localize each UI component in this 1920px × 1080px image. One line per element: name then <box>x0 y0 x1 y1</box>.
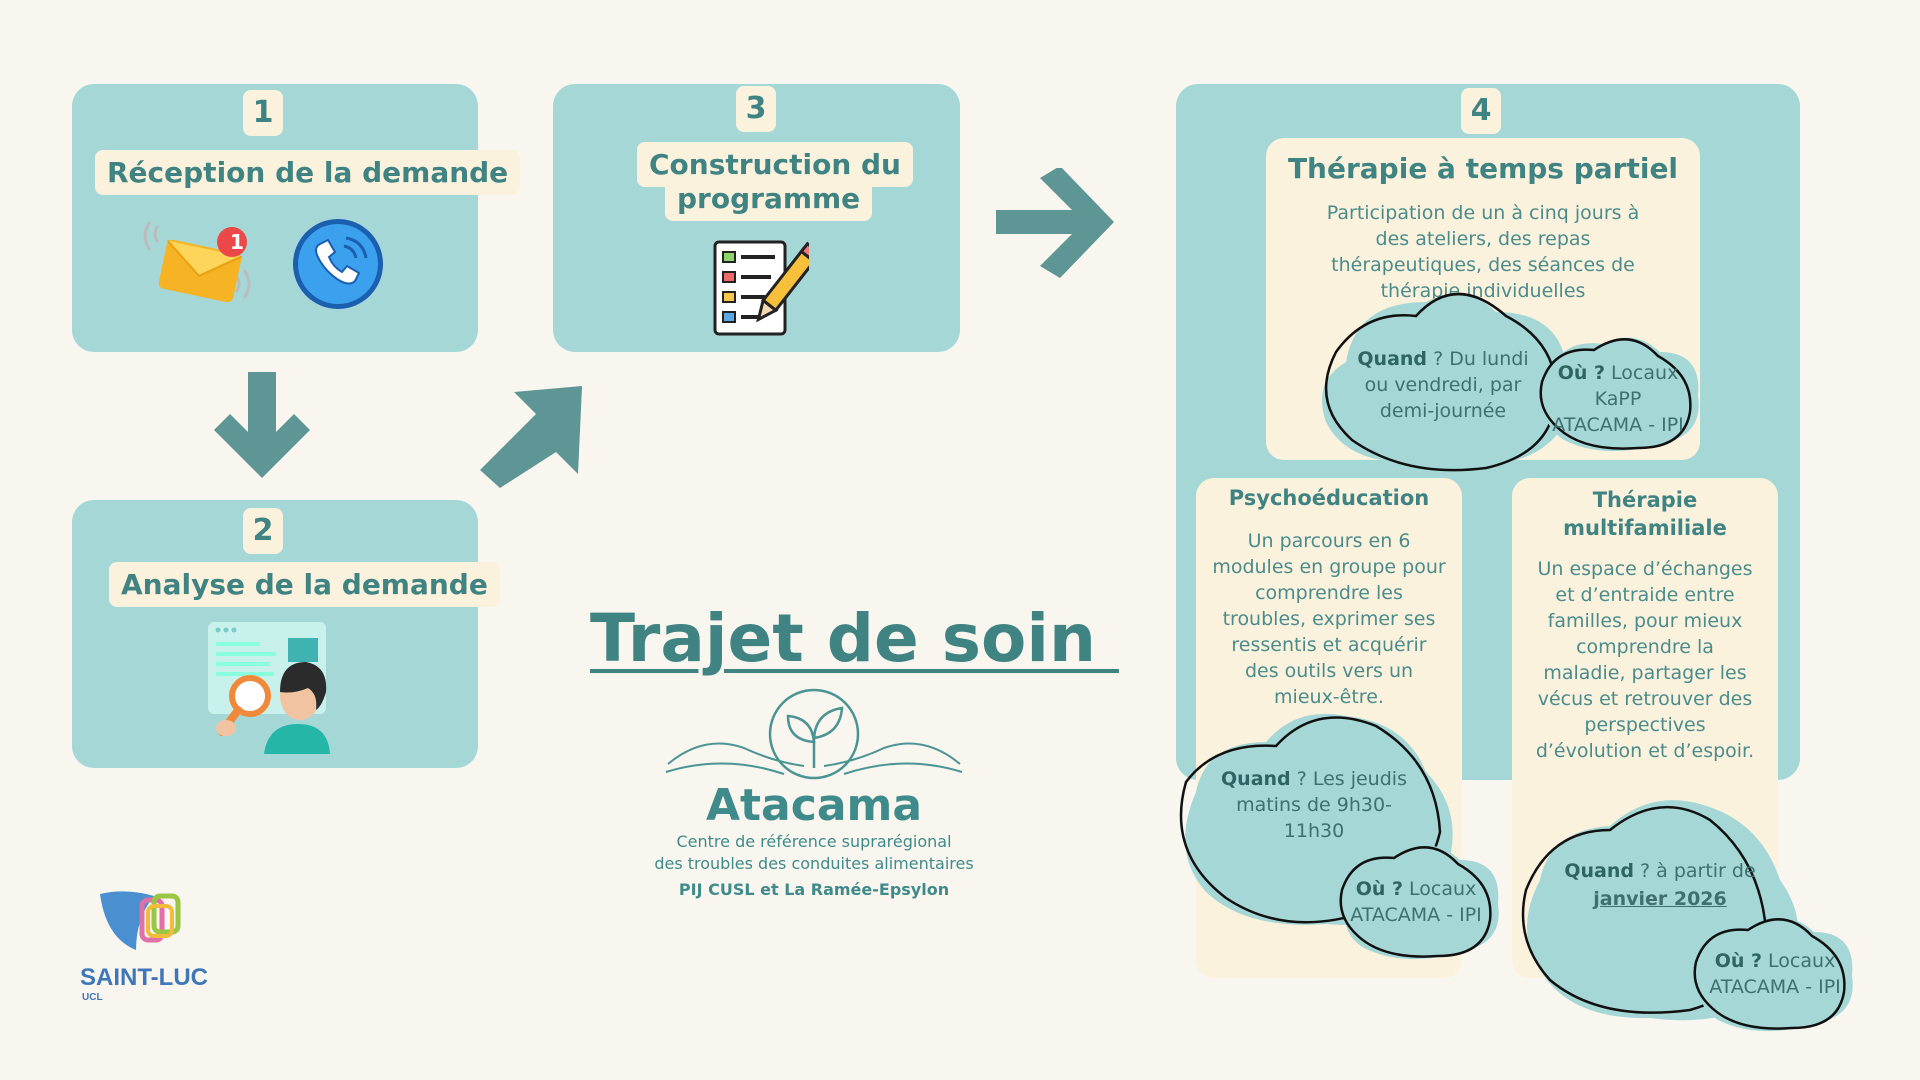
step-3-number: 3 <box>736 86 776 132</box>
arrow-right-icon <box>996 168 1114 278</box>
multifamiliale-ou-value: Locaux ATACAMA - IPI <box>1709 950 1841 998</box>
step-3-label-line2: programme <box>665 180 873 221</box>
multifamiliale-quand-value: ? à partir de <box>1633 860 1756 882</box>
multifamiliale-ou-text: Où ? Locaux ATACAMA - IPI <box>1706 948 1844 1000</box>
saint-luc-sub: UCL <box>82 992 103 1003</box>
step-3-box: 3 Construction du programme <box>553 84 960 352</box>
psychoeducation-ou-label: Où ? <box>1355 878 1404 900</box>
psychoeducation-ou-value: Locaux ATACAMA - IPI <box>1350 878 1482 926</box>
therapie-partielle-text: Participation de un à cinq jours à des a… <box>1326 202 1640 302</box>
atacama-leaf-logo-icon <box>665 688 963 780</box>
therapie-partielle-ou-value: Locaux KaPP ATACAMA - IPI <box>1552 362 1684 436</box>
psychoeducation-title: Psychoéducation <box>1228 486 1430 510</box>
multifamiliale-title-line2: multifamiliale <box>1563 516 1727 540</box>
step-2-label: Analyse de la demande <box>109 562 500 607</box>
psychoeducation-quand-text: Quand ? Les jeudis matins de 9h30-11h30 <box>1214 766 1414 844</box>
psychoeducation-ou-blob <box>1339 845 1499 960</box>
multifamiliale-title-line1: Thérapie <box>1592 488 1698 512</box>
phone-icon <box>293 219 383 309</box>
atacama-line1: Centre de référence suprarégional <box>676 832 952 851</box>
therapie-partielle-quand-value: ? Du lundi ou vendredi, par demi-journée <box>1364 348 1529 422</box>
step-1-box: 1 Réception de la demande 1 <box>72 84 521 352</box>
therapie-partielle-quand-label: Quand <box>1357 348 1428 370</box>
multifamiliale-ou-label: Où ? <box>1714 950 1763 972</box>
therapie-partielle-title: Thérapie à temps partiel <box>1287 152 1679 185</box>
therapie-partielle-ou-label: Où ? <box>1557 362 1606 384</box>
therapie-partielle-ou-text: Où ? Locaux KaPP ATACAMA - IPI <box>1548 360 1688 438</box>
atacama-name: Atacama <box>705 780 923 831</box>
mail-notification-icon <box>143 221 251 303</box>
arrow-down-icon <box>214 372 310 478</box>
multifamiliale-text: Un espace d’échanges et d’entraide entre… <box>1535 558 1755 762</box>
analysis-magnifier-icon <box>208 622 330 754</box>
page-title: Trajet de soin <box>590 600 1119 677</box>
multifamiliale-quand-date: janvier 2026 <box>1593 888 1727 910</box>
psychoeducation-quand-label: Quand <box>1221 768 1291 790</box>
step-2-box: 2 Analyse de la demande <box>72 500 500 768</box>
psychoeducation-ou-text: Où ? Locaux ATACAMA - IPI <box>1348 876 1484 928</box>
step-4-number: 4 <box>1461 88 1501 134</box>
arrow-up-right-icon <box>480 386 582 488</box>
therapie-partielle-ou-blob <box>1539 337 1699 452</box>
psychoeducation-quand-value: ? Les jeudis matins de 9h30-11h30 <box>1236 768 1407 842</box>
atacama-line2: des troubles des conduites alimentaires <box>654 854 974 873</box>
checklist-pencil-icon <box>713 240 809 336</box>
saint-luc-name: SAINT-LUC <box>80 964 208 991</box>
step-1-label: Réception de la demande <box>95 150 521 195</box>
saint-luc-logo-icon <box>100 891 181 950</box>
multifamiliale-quand-text: Quand ? à partir de janvier 2026 <box>1548 858 1772 912</box>
step-1-number: 1 <box>243 90 283 136</box>
multifamiliale-ou-blob <box>1693 917 1853 1032</box>
notification-badge: 1 <box>230 230 244 254</box>
step-3-label-line1: Construction du <box>637 142 913 187</box>
psychoeducation-text: Un parcours en 6 modules en groupe pour … <box>1212 530 1446 708</box>
atacama-line3: PIJ CUSL et La Ramée-Epsylon <box>678 880 950 899</box>
step-2-number: 2 <box>243 508 283 554</box>
therapie-partielle-quand-text: Quand ? Du lundi ou vendredi, par demi-j… <box>1348 346 1538 424</box>
multifamiliale-quand-label: Quand <box>1564 860 1634 882</box>
